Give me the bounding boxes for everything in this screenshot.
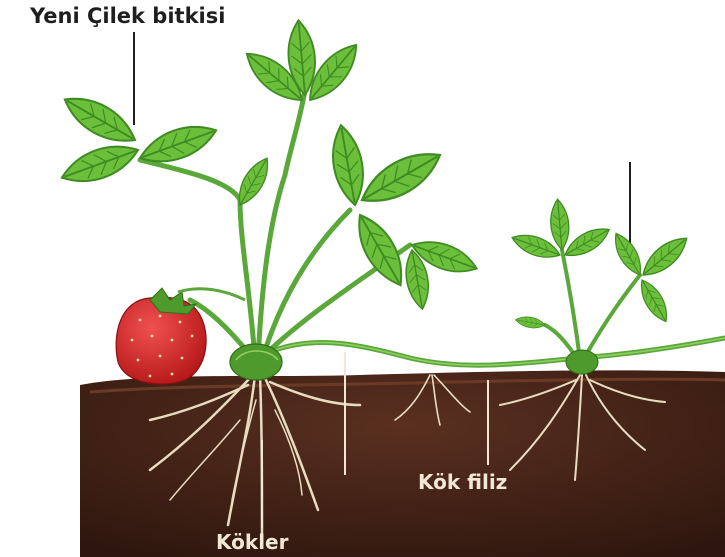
main-leaves [57, 19, 481, 311]
roots-label: Kökler [216, 530, 288, 554]
soil [80, 370, 725, 557]
strawberry [116, 288, 245, 384]
new-plant-stems [545, 250, 640, 360]
main-crown [230, 344, 282, 380]
runner-label: Kök filiz [418, 470, 507, 494]
runner-stolon [275, 338, 725, 365]
new-plant-leaves [509, 198, 693, 330]
new-strawberry-plant-label: Yeni Çilek bitkisi [30, 4, 225, 28]
new-plant-crown [566, 350, 598, 374]
